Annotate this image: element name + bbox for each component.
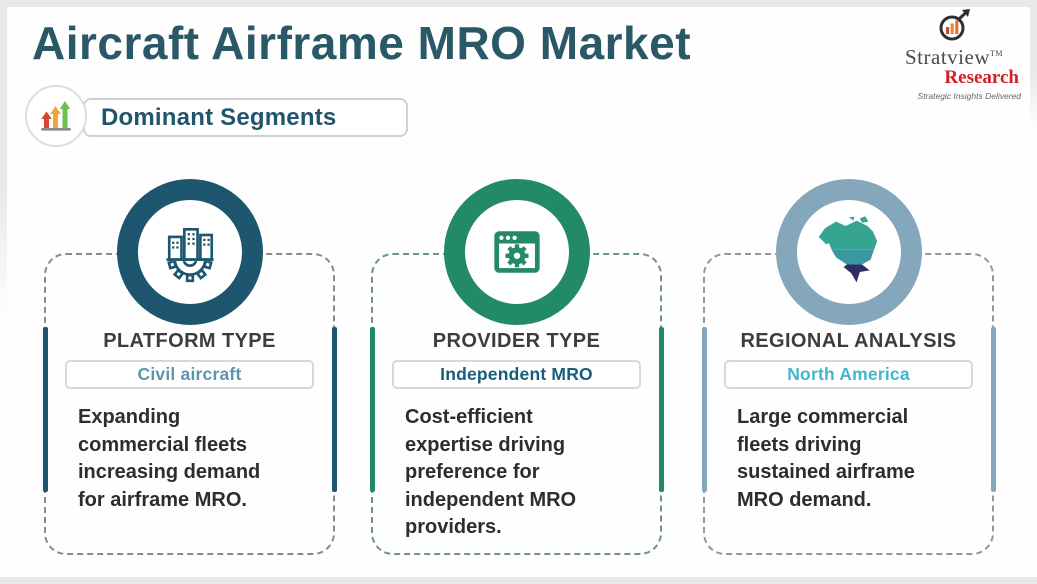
logo-research-text: Research — [944, 67, 1019, 89]
accent-bar-right — [990, 327, 996, 492]
logo-tagline: Strategic Insights Delivered — [917, 90, 1021, 101]
segment-value: North America — [787, 364, 910, 384]
growth-arrows-icon — [41, 101, 71, 131]
magnifier-chart-icon — [939, 9, 970, 41]
card-description: Large commercial fleets driving sustaine… — [737, 406, 915, 511]
city-buildings-gear-icon — [165, 228, 214, 283]
regional-analysis-icon-ring — [775, 179, 922, 325]
slide-edge-bottom — [0, 577, 1037, 584]
card-description: Expanding commercial fleets increasing d… — [78, 406, 261, 511]
card-heading: PLATFORM TYPE — [103, 330, 276, 352]
card-provider-type: PROVIDER TYPE Independent MRO Cost-effic… — [369, 179, 664, 555]
browser-window-gear-icon — [493, 231, 540, 273]
card-regional-analysis: REGIONAL ANALYSIS North America Large co… — [701, 179, 996, 555]
logo-stratview-text: Stratview — [905, 45, 990, 69]
card-heading: PROVIDER TYPE — [432, 330, 601, 352]
card-platform-type: PLATFORM TYPE Civil aircraft Expanding c… — [42, 179, 337, 555]
dominant-segments-banner: Dominant Segments — [83, 98, 408, 137]
segment-value: Independent MRO — [440, 364, 593, 384]
accent-bar-right — [331, 327, 337, 492]
slide-edge-right — [1030, 0, 1037, 130]
segment-pill: Independent MRO — [392, 360, 641, 389]
segment-value: Civil aircraft — [137, 364, 242, 384]
north-america-map-icon — [818, 216, 877, 283]
card-description: Cost-efficient expertise driving prefere… — [405, 406, 577, 539]
page-title: Aircraft Airframe MRO Market — [32, 17, 692, 69]
slide-edge-left — [0, 0, 7, 320]
accent-bar-left — [369, 327, 375, 492]
accent-bar-left — [701, 327, 707, 492]
growth-arrows-badge — [25, 85, 87, 147]
accent-bar-left — [42, 327, 48, 492]
slide-edge-top — [0, 0, 1037, 7]
dominant-segments-label: Dominant Segments — [101, 103, 337, 131]
platform-type-icon-ring — [116, 179, 263, 325]
provider-type-icon-ring — [443, 179, 590, 325]
segment-pill: Civil aircraft — [65, 360, 314, 389]
logo-brand-name: StratviewTM — [885, 46, 1023, 68]
stratview-research-logo: StratviewTM Research Strategic Insights … — [885, 8, 1023, 101]
accent-bar-right — [658, 327, 664, 492]
card-heading: REGIONAL ANALYSIS — [740, 330, 957, 352]
segment-pill: North America — [724, 360, 973, 389]
logo-trademark: TM — [989, 49, 1003, 58]
